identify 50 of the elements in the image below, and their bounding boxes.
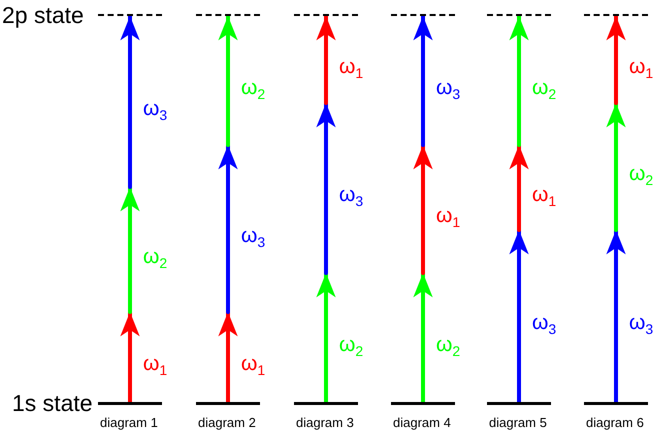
arrow xyxy=(218,16,238,145)
energy-level-line xyxy=(391,14,455,16)
junction-point xyxy=(421,143,425,147)
junction-point xyxy=(226,310,230,314)
junction-point xyxy=(226,143,230,147)
junction-point xyxy=(517,143,521,147)
energy-level-line xyxy=(294,14,358,16)
arrow xyxy=(316,273,336,402)
diagram-caption: diagram 2 xyxy=(198,415,256,430)
state-label: 1s state xyxy=(12,392,93,415)
diagram-caption: diagram 1 xyxy=(100,415,158,430)
arrow xyxy=(218,145,238,312)
arrow xyxy=(606,16,626,103)
arrow xyxy=(606,103,626,230)
arrow xyxy=(606,230,626,402)
junction-point xyxy=(614,228,618,232)
ground-level-line xyxy=(487,402,551,405)
junction-point xyxy=(128,185,132,189)
junction-point xyxy=(517,228,521,232)
junction-point xyxy=(324,101,328,105)
energy-level-line xyxy=(487,14,551,16)
junction-point xyxy=(614,101,618,105)
arrow xyxy=(120,187,140,312)
arrow xyxy=(509,145,529,230)
energy-level-line xyxy=(196,14,260,16)
ground-level-line xyxy=(584,402,648,405)
ground-level-line xyxy=(294,402,358,405)
junction-point xyxy=(421,271,425,275)
arrow xyxy=(413,273,433,402)
arrow xyxy=(509,230,529,402)
diagram-caption: diagram 6 xyxy=(586,415,644,430)
arrow xyxy=(316,103,336,273)
arrow xyxy=(316,16,336,103)
arrow xyxy=(413,145,433,273)
arrow xyxy=(509,16,529,145)
energy-level-line xyxy=(98,14,162,16)
diagram-caption: diagram 3 xyxy=(296,415,354,430)
diagram-caption: diagram 4 xyxy=(393,415,451,430)
ground-level-line xyxy=(98,402,162,405)
diagram-caption: diagram 5 xyxy=(489,415,547,430)
junction-point xyxy=(324,271,328,275)
energy-level-line xyxy=(584,14,648,16)
arrow xyxy=(413,16,433,145)
arrow xyxy=(120,312,140,402)
ground-level-line xyxy=(391,402,455,405)
state-label: 2p state xyxy=(2,4,84,27)
arrow xyxy=(218,312,238,402)
junction-point xyxy=(128,310,132,314)
ground-level-line xyxy=(196,402,260,405)
arrow xyxy=(120,16,140,187)
